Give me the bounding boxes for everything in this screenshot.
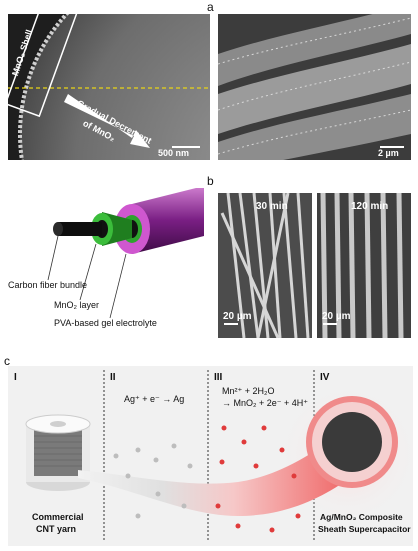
spool-label-line1: Commercial	[32, 512, 84, 522]
sem-image-30min: 30 min 20 µm	[218, 193, 312, 338]
yarn-tube	[78, 436, 360, 516]
fiber-cross-section	[20, 14, 210, 160]
scale-bar	[380, 146, 404, 148]
cross-section-graphic	[8, 14, 210, 160]
shell-box	[8, 14, 84, 118]
stage-label-2: II	[110, 372, 116, 383]
time-label-120: 120 min	[351, 201, 389, 212]
stage-label-3: III	[214, 372, 223, 383]
schematic-graphic	[47, 186, 204, 319]
fabrication-process-schematic: I II III IV Ag⁺ + e⁻ → Ag Mn²⁺ + 2H₂O → …	[8, 366, 418, 546]
panel-c-letter: c	[4, 354, 10, 368]
mn-reaction-line1: Mn²⁺ + 2H₂O	[222, 386, 275, 396]
process-graphic	[25, 370, 418, 542]
scale-bar	[172, 146, 200, 148]
scale-label: 500 nm	[158, 148, 190, 158]
gradient-arrow	[64, 94, 150, 148]
product-label-line2: Sheath Supercapacitor	[318, 524, 411, 534]
scale-label: 20 µm	[322, 311, 351, 322]
stage-label-1: I	[14, 372, 17, 383]
sem-image-cross-section: MnO₂ Shell Gradual Decrement of MnO₂ 500…	[8, 14, 210, 160]
panel-a-letter: a	[207, 0, 214, 14]
fiber-device-schematic: Carbon fiber bundle MnO₂ layer PVA-based…	[8, 186, 210, 338]
scale-bar	[323, 323, 337, 325]
core-end	[322, 412, 382, 472]
sem-image-120min: 120 min 20 µm	[317, 193, 411, 338]
mn-reaction-line2: → MnO₂ + 2e⁻ + 4H⁺	[222, 398, 309, 408]
scale-label: 2 µm	[378, 148, 399, 158]
product-label-line1: Ag/MnO₂ Composite	[320, 512, 403, 522]
fibers-120min-graphic	[317, 193, 411, 338]
nanosheet-graphic	[218, 14, 411, 160]
fibers-30min-graphic	[218, 193, 312, 338]
cnt-yarn-spool	[25, 414, 91, 491]
panel-b-letter: b	[207, 174, 214, 188]
pva-sheath	[132, 186, 204, 254]
scale-label: 20 µm	[223, 311, 252, 322]
spool-label-line2: CNT yarn	[36, 524, 77, 534]
ag-reaction-equation: Ag⁺ + e⁻ → Ag	[124, 394, 185, 404]
sem-image-nanosheets: 2 µm	[218, 14, 411, 160]
scale-bar	[224, 323, 238, 325]
label-mno2-layer: MnO₂ layer	[54, 300, 100, 310]
label-pva-electrolyte: PVA-based gel electrolyte	[54, 318, 157, 328]
time-label-30: 30 min	[256, 201, 288, 212]
stage-label-4: IV	[320, 372, 330, 383]
label-carbon-fiber: Carbon fiber bundle	[8, 280, 88, 290]
